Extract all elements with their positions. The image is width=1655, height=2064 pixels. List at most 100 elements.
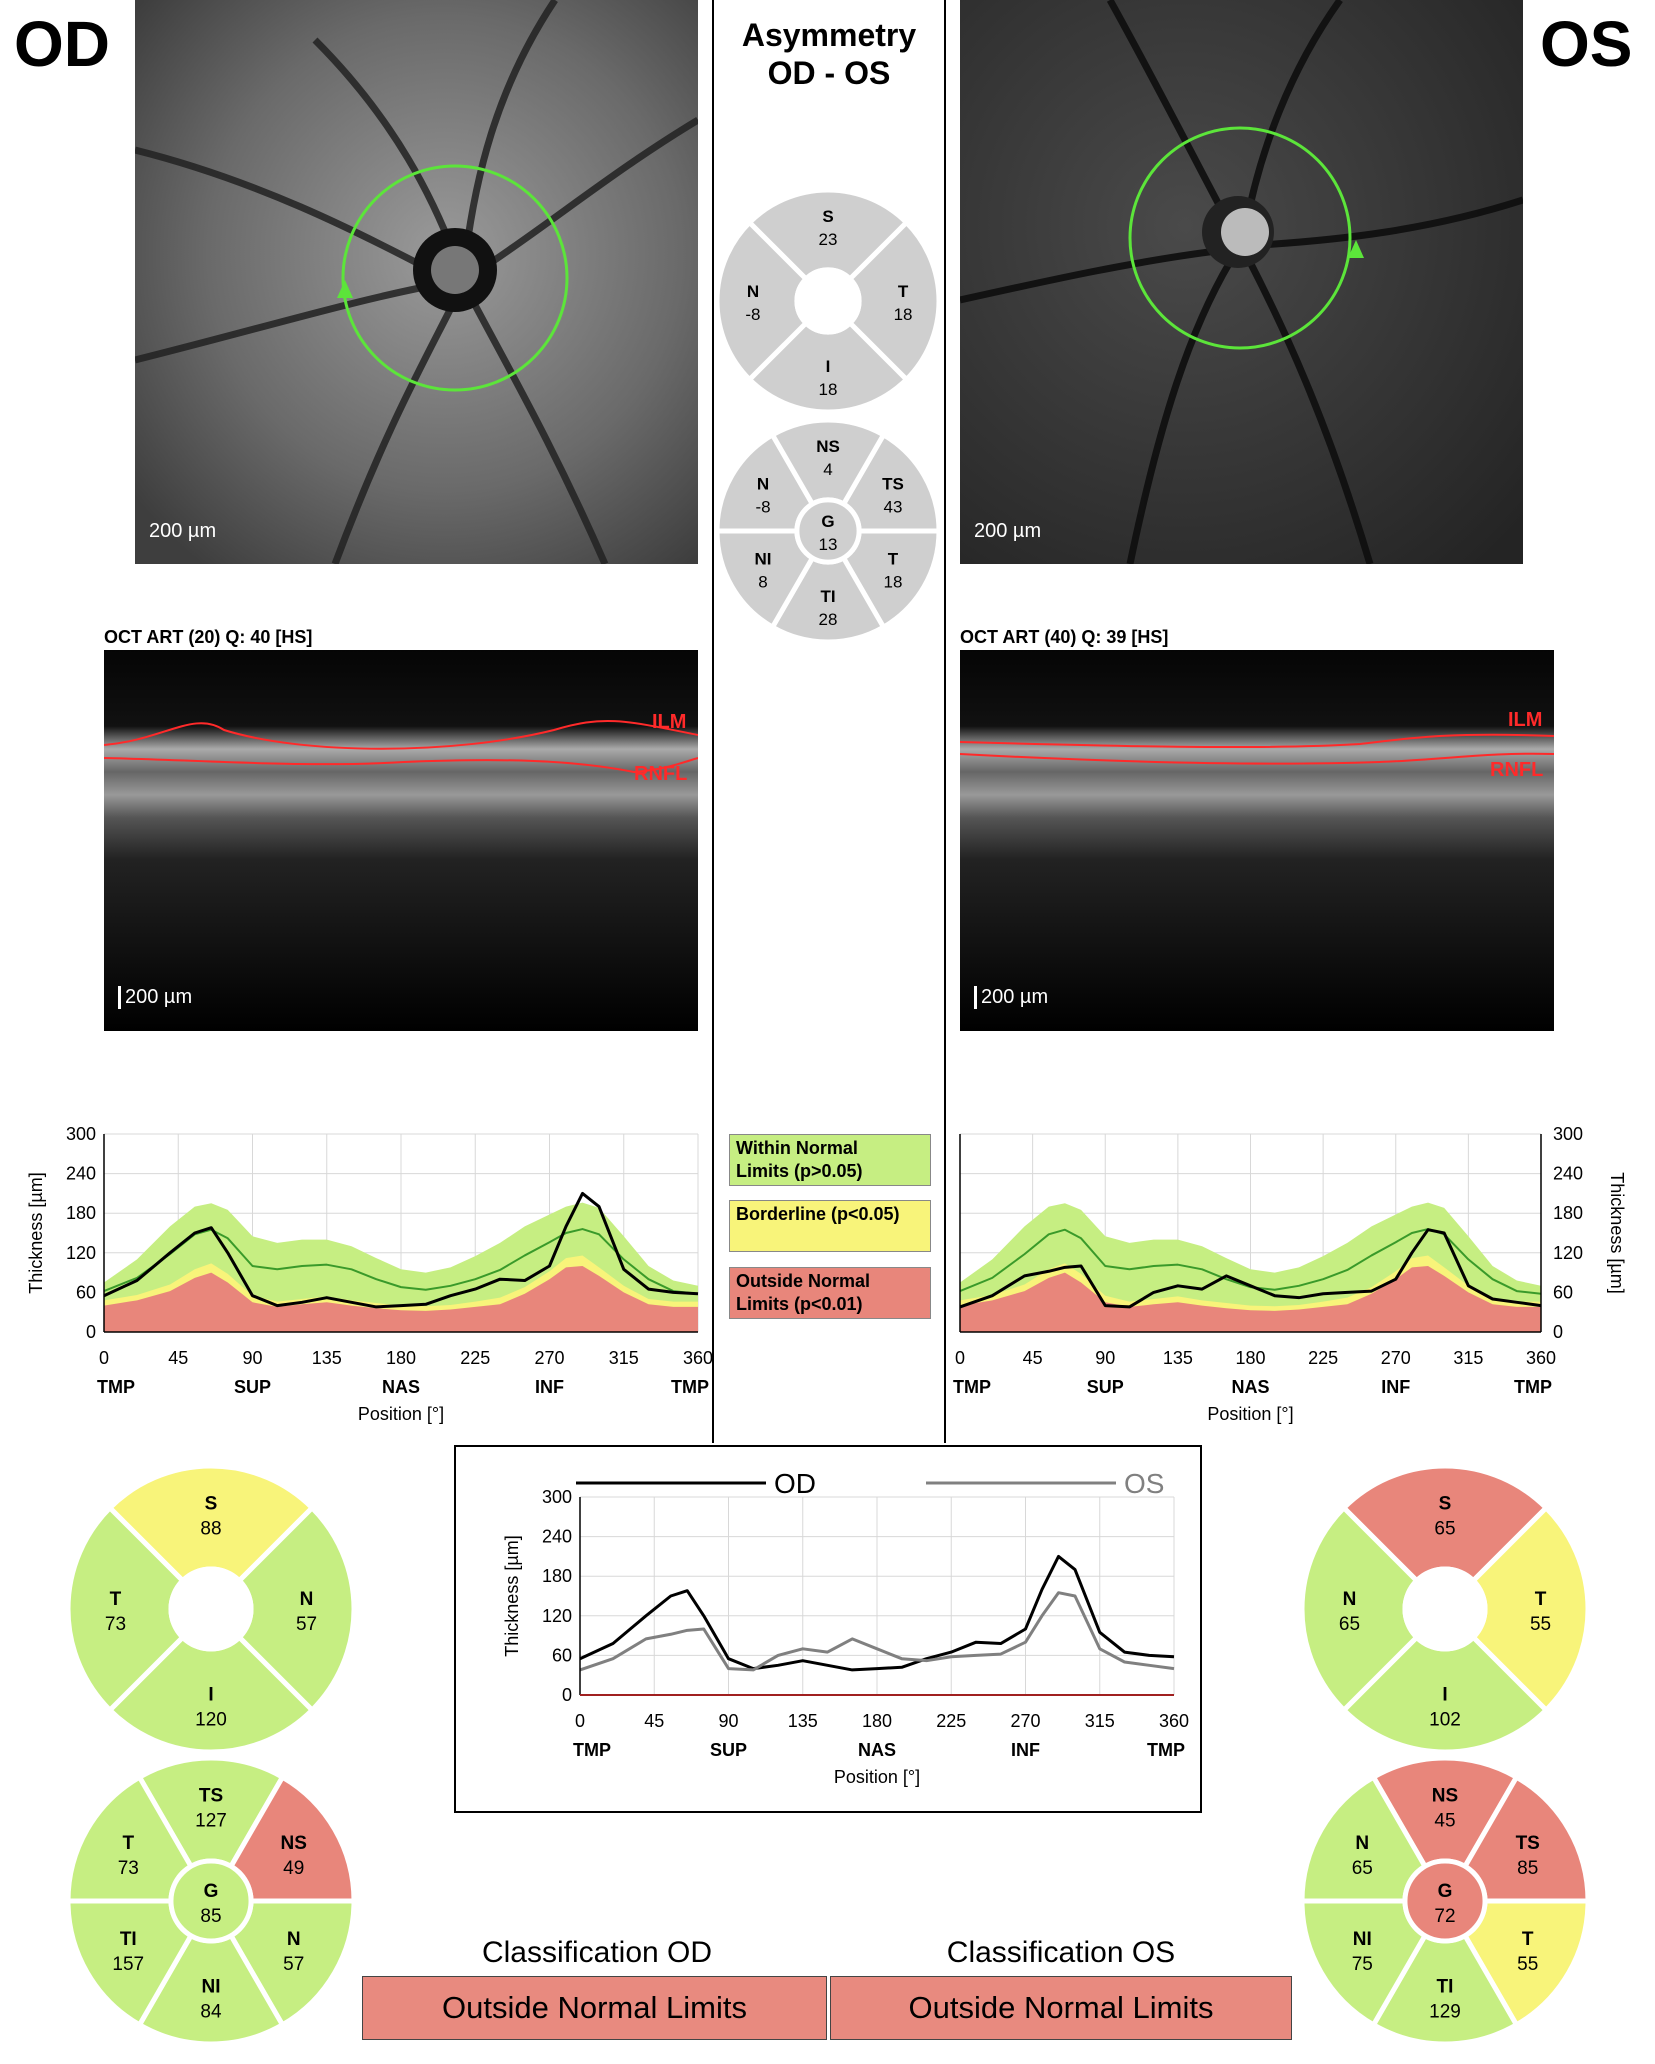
asym6-sector-t-value: 18 <box>884 573 903 592</box>
od6-sector-ts-key: TS <box>199 1785 223 1806</box>
legend-within-line2: Limits (p>0.05) <box>736 1161 863 1181</box>
od6-sector-ti-value: 157 <box>112 1954 144 1975</box>
legend-outside-line1: Outside Normal <box>736 1271 871 1291</box>
cmp-chart-ytick-240: 240 <box>542 1527 572 1547</box>
od6-sector-ns-value: 49 <box>283 1858 304 1879</box>
asym4-sector-i-key: I <box>826 357 831 376</box>
os-chart-xtick-90: 90 <box>1095 1348 1115 1368</box>
cmp-chart-xtick-315: 315 <box>1085 1711 1115 1731</box>
os4-sector-s-value: 65 <box>1434 1518 1455 1539</box>
od4-sector-s-key: S <box>205 1493 218 1514</box>
od-chart-ytick-180: 180 <box>66 1203 96 1223</box>
divider-right <box>944 0 946 1443</box>
od-ilm-label: ILM <box>652 711 686 733</box>
os-chart-ytick-0: 0 <box>1553 1322 1563 1342</box>
cmp-chart-ylabel: Thickness [µm] <box>502 1535 522 1656</box>
od4-sector-n-value: 57 <box>296 1614 317 1635</box>
os-chart-sector-label-1: SUP <box>1087 1377 1124 1397</box>
legend-outside-normal: Outside Normal Limits (p<0.01) <box>729 1267 931 1319</box>
os6-sector-ts-key: TS <box>1516 1833 1540 1854</box>
os4-sector-t-value: 55 <box>1530 1614 1551 1635</box>
os6-sector-ti-value: 129 <box>1429 2002 1461 2023</box>
asym4-sector-n-key: N <box>747 282 759 301</box>
cmp-chart-xtick-90: 90 <box>718 1711 738 1731</box>
cmp-legend-od-label: OD <box>774 1468 816 1499</box>
os4-sector-s-key: S <box>1439 1493 1452 1514</box>
os-chart-xtick-0: 0 <box>955 1348 965 1368</box>
cmp-chart-ytick-180: 180 <box>542 1566 572 1586</box>
asym6-sector-t-key: T <box>888 550 899 569</box>
os-classification-title: Classification OS <box>946 1936 1176 1969</box>
od-chart-xtick-45: 45 <box>168 1348 188 1368</box>
od-chart-ytick-300: 300 <box>66 1124 96 1144</box>
asymmetry-title: Asymmetry OD - OS <box>714 16 944 92</box>
cmp-chart-series-os-line <box>579 1591 1175 1672</box>
cmp-chart-xtick-45: 45 <box>644 1711 664 1731</box>
os-chart-ytick-60: 60 <box>1553 1282 1573 1302</box>
cmp-chart-ytick-60: 60 <box>552 1645 572 1665</box>
cmp-chart-xtick-180: 180 <box>862 1711 892 1731</box>
od6-global-value: 85 <box>200 1906 221 1927</box>
asym6-sector-n-key: N <box>757 474 769 493</box>
od-chart-ylabel: Thickness [µm] <box>26 1172 46 1293</box>
od-chart-sector-label-0: TMP <box>97 1377 135 1397</box>
os-eye-label: OS <box>1540 8 1633 80</box>
od4-center <box>168 1566 254 1652</box>
os-chart-sector-label-4: TMP <box>1514 1377 1552 1397</box>
os-chart-ytick-240: 240 <box>1553 1164 1583 1184</box>
od-chart-series-od-line <box>103 1191 699 1309</box>
asym4-sector-t-key: T <box>898 282 909 301</box>
os-ilm-label: ILM <box>1508 709 1542 731</box>
os6-sector-ts-value: 85 <box>1517 1858 1538 1879</box>
asym4-sector-s-value: 23 <box>819 230 838 249</box>
os4-center <box>1402 1566 1488 1652</box>
os6-global-key: G <box>1438 1881 1453 1902</box>
od4-sector-i-key: I <box>208 1685 213 1706</box>
cmp-chart-sector-label-0: TMP <box>573 1740 611 1760</box>
asym4-center <box>794 267 862 335</box>
os-oct-image: ILM RNFL 200 µm <box>960 650 1554 1031</box>
od4-sector-t-key: T <box>110 1589 122 1610</box>
od-oct-image: ILM RNFL 200 µm <box>104 650 698 1031</box>
os-fundus-image: 200 µm <box>960 0 1523 564</box>
asym6-global-value: 13 <box>819 535 838 554</box>
os4-sector-n-key: N <box>1343 1589 1357 1610</box>
od-chart-xtick-225: 225 <box>460 1348 490 1368</box>
cmp-chart-sector-label-2: NAS <box>858 1740 896 1760</box>
os6-center <box>1402 1858 1488 1944</box>
asym6-sector-ni-key: NI <box>755 550 772 569</box>
os-fundus-graphic <box>960 0 1523 564</box>
od6-sector-t-key: T <box>122 1833 134 1854</box>
os4-sector-i-key: I <box>1442 1685 1447 1706</box>
od6-sector-ni-key: NI <box>202 1977 221 1998</box>
cmp-chart-ytick-300: 300 <box>542 1487 572 1507</box>
od4-sector-i-value: 120 <box>195 1710 227 1731</box>
os-chart-sector-label-0: TMP <box>953 1377 991 1397</box>
cmp-chart-xtick-225: 225 <box>936 1711 966 1731</box>
os6-sector-ni-key: NI <box>1353 1929 1372 1950</box>
os-chart-ytick-180: 180 <box>1553 1203 1583 1223</box>
cmp-legend-os-label: OS <box>1124 1468 1164 1499</box>
asym6-center <box>794 497 862 565</box>
os4-sector-t-key: T <box>1535 1589 1547 1610</box>
os-chart-xtick-135: 135 <box>1163 1348 1193 1368</box>
divider-left <box>712 0 714 1443</box>
cmp-chart-xtick-0: 0 <box>575 1711 585 1731</box>
os-oct-scale: 200 µm <box>974 986 1048 1009</box>
cmp-chart-sector-label-1: SUP <box>710 1740 747 1760</box>
os6-sector-n-key: N <box>1355 1833 1369 1854</box>
os6-global-value: 72 <box>1434 1906 1455 1927</box>
cmp-chart-sector-label-3: INF <box>1011 1740 1040 1760</box>
od-eye-label: OD <box>14 8 110 80</box>
od6-sector-ns-key: NS <box>281 1833 307 1854</box>
od6-sector-ts-value: 127 <box>195 1810 227 1831</box>
cmp-chart-xtick-135: 135 <box>788 1711 818 1731</box>
os-chart-xtick-270: 270 <box>1381 1348 1411 1368</box>
os-classification-box: Outside Normal Limits <box>830 1976 1292 2040</box>
